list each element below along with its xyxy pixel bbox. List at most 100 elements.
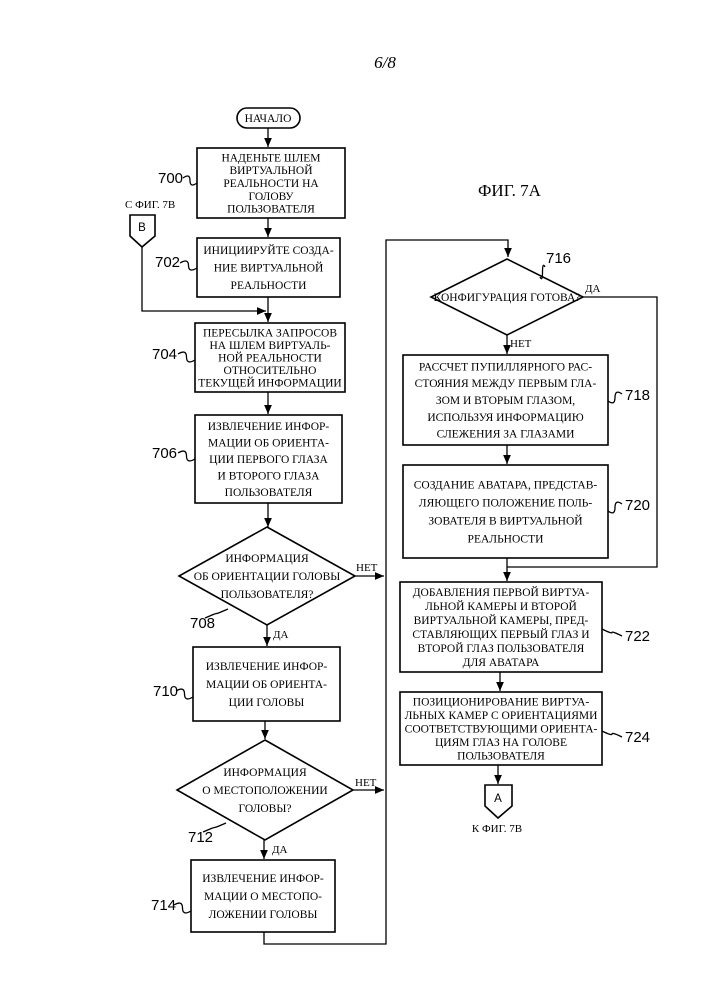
step-text-line: НИЕ ВИРТУАЛЬНОЙ: [214, 261, 324, 275]
reference-numeral: 702: [155, 254, 180, 271]
leader-line: [602, 629, 622, 636]
reference-numeral: 724: [625, 729, 650, 746]
step-text-line: НАДЕНЬТЕ ШЛЕМ: [221, 152, 320, 164]
step-text-line: МАЦИИ ОБ ОРИЕНТА-: [206, 679, 327, 691]
step-722: ДОБАВЛЕНИЯ ПЕРВОЙ ВИРТУА-ЛЬНОЙ КАМЕРЫ И …: [400, 582, 650, 672]
leader-line: [183, 176, 197, 185]
step-702: ИНИЦИИРУЙТЕ СОЗДА- НИЕ ВИРТУАЛЬНОЙ РЕАЛЬНО…: [155, 238, 340, 297]
step-text-line: ЦИИ ГОЛОВЫ: [229, 697, 305, 709]
step-text-line: НОЙ РЕАЛЬНОСТИ: [218, 351, 322, 365]
step-text-line: ЛЬНЫХ КАМЕР С ОРИЕНТАЦИЯМИ: [405, 710, 598, 722]
leader-line: [602, 731, 622, 737]
step-text-line: ГОЛОВУ: [248, 191, 294, 203]
step-text-line: ИНФОРМАЦИЯ: [223, 767, 307, 779]
step-text-line: ЦИИ ПЕРВОГО ГЛАЗА: [209, 454, 328, 466]
step-706: ИЗВЛЕЧЕНИЕ ИНФОР- МАЦИИ ОБ ОРИЕНТА- ЦИИ ПЕ…: [152, 415, 342, 503]
leader-line: [203, 823, 226, 832]
step-text-line: РАССЧЕТ ПУПИЛЛЯРНОГО РАС-: [419, 361, 592, 373]
reference-numeral: 720: [625, 497, 650, 514]
step-text-line: ВИРТУАЛЬНОЙ КАМЕРЫ, ПРЕД-: [414, 613, 589, 627]
step-text-line: КОНФИГУРАЦИЯ ГОТОВА?: [434, 292, 581, 304]
step-text-line: ОБ ОРИЕНТАЦИИ ГОЛОВЫ: [194, 571, 341, 583]
leader-line: [180, 261, 197, 270]
leader-line: [176, 689, 193, 699]
step-708: ИНФОРМАЦИЯ ОБ ОРИЕНТАЦИИ ГОЛОВЫ ПОЛЬЗОВАТЕ…: [179, 527, 355, 632]
leader-line: [608, 392, 622, 403]
no-label-708: НЕТ: [356, 562, 378, 574]
reference-numeral: 712: [188, 829, 213, 846]
step-text-line: ЗОВАТЕЛЯ В ВИРТУАЛЬНОЙ: [428, 514, 582, 528]
step-710: ИЗВЛЕЧЕНИЕ ИНФОР- МАЦИИ ОБ ОРИЕНТА- ЦИИ ГО…: [153, 647, 340, 721]
reference-numeral: 706: [152, 445, 177, 462]
step-text-line: ПОЛЬЗОВАТЕЛЯ?: [221, 589, 314, 601]
step-text-line: ПОЛЬЗОВАТЕЛЯ: [227, 204, 315, 216]
step-text-line: СТОЯНИЯ МЕЖДУ ПЕРВЫМ ГЛА-: [415, 378, 597, 390]
step-text-line: ПОЗИЦИОНИРОВАНИЕ ВИРТУА-: [413, 697, 590, 709]
step-text-line: ЛЯЮЩЕГО ПОЛОЖЕНИЕ ПОЛЬ-: [419, 498, 593, 510]
reference-numeral: 704: [152, 346, 177, 363]
step-text-line: СТАВЛЯЮЩИХ ПЕРВЫЙ ГЛАЗ И: [412, 627, 589, 641]
step-text-line: РЕАЛЬНОСТИ: [468, 534, 544, 546]
step-704: ПЕРЕСЫЛКА ЗАПРОСОВНА ШЛЕМ ВИРТУАЛЬ-НОЙ Р…: [152, 323, 345, 392]
step-716: КОНФИГУРАЦИЯ ГОТОВА? 716: [431, 250, 583, 335]
step-text-line: ИЗВЛЕЧЕНИЕ ИНФОР-: [202, 873, 324, 885]
no-label-716: НЕТ: [510, 338, 532, 350]
reference-numeral: 700: [158, 170, 183, 187]
step-text-line: СОЗДАНИЕ АВАТАРА, ПРЕДСТАВ-: [414, 480, 598, 492]
leader-line: [608, 502, 622, 513]
figure-title: ФИГ. 7А: [478, 181, 542, 200]
step-text-line: НА ШЛЕМ ВИРТУАЛЬ-: [209, 340, 330, 352]
step-724: ПОЗИЦИОНИРОВАНИЕ ВИРТУА-ЛЬНЫХ КАМЕР С ОР…: [400, 692, 650, 765]
step-text-line: ПОЛЬЗОВАТЕЛЯ: [457, 750, 545, 762]
yes-label-712: ДА: [272, 844, 288, 856]
step-text-line: ЗОМ И ВТОРЫМ ГЛАЗОМ,: [436, 395, 575, 407]
step-text-line: ТЕКУЩЕЙ ИНФОРМАЦИИ: [198, 376, 341, 390]
step-text-line: И ВТОРОГО ГЛАЗА: [218, 470, 321, 482]
step-720: СОЗДАНИЕ АВАТАРА, ПРЕДСТАВ- ЛЯЮЩЕГО ПОЛОЖ…: [403, 465, 650, 558]
step-text-line: ИНИЦИИРУЙТЕ СОЗДА-: [203, 243, 333, 257]
step-714: ИЗВЛЕЧЕНИЕ ИНФОР- МАЦИИ О МЕСТОПО- ЛОЖЕНИИ…: [151, 860, 335, 932]
step-text-line: ЛЬНОЙ КАМЕРЫ И ВТОРОЙ: [425, 599, 577, 613]
leader-line: [174, 903, 191, 913]
step-text-line: РЕАЛЬНОСТИ НА: [223, 178, 319, 190]
from-connector-caption: С ФИГ. 7В: [125, 199, 175, 211]
reference-numeral: 708: [190, 615, 215, 632]
step-text-line: ВИРТУАЛЬНОЙ: [229, 163, 312, 177]
step-text-line: ЦИЯМ ГЛАЗ НА ГОЛОВЕ: [435, 737, 567, 749]
reference-numeral: 718: [625, 387, 650, 404]
step-text-line: СООТВЕТСТВУЮЩИМИ ОРИЕНТА-: [405, 724, 598, 736]
step-text-line: ДОБАВЛЕНИЯ ПЕРВОЙ ВИРТУА-: [413, 585, 590, 599]
page-number: 6/8: [374, 53, 396, 72]
to-connector-caption: К ФИГ. 7В: [472, 823, 522, 835]
step-700: НАДЕНЬТЕ ШЛЕМВИРТУАЛЬНОЙРЕАЛЬНОСТИ НАГОЛ…: [158, 148, 345, 218]
no-label-712: НЕТ: [355, 777, 377, 789]
start-label: НАЧАЛО: [245, 113, 292, 125]
reference-numeral: 722: [625, 628, 650, 645]
leader-line: [205, 609, 228, 618]
reference-numeral: 716: [546, 250, 571, 267]
step-text-line: ИЗВЛЕЧЕНИЕ ИНФОР-: [208, 421, 330, 433]
step-text-line: СЛЕЖЕНИЯ ЗА ГЛАЗАМИ: [437, 429, 575, 441]
step-text-line: МАЦИИ ОБ ОРИЕНТА-: [208, 438, 329, 450]
reference-numeral: 714: [151, 897, 176, 914]
step-text-line: ВТОРОЙ ГЛАЗ ПОЛЬЗОВАТЕЛЯ: [418, 641, 585, 655]
step-text-line: ПОЛЬЗОВАТЕЛЯ: [225, 487, 313, 499]
step-text-line: ОТНОСИТЕЛЬНО: [224, 365, 317, 377]
step-text-line: МАЦИИ О МЕСТОПО-: [204, 891, 322, 903]
step-text-line: ИНФОРМАЦИЯ: [225, 553, 309, 565]
step-text-line: ДЛЯ АВАТАРА: [463, 657, 540, 669]
leader-line: [178, 352, 195, 362]
from-connector-letter: В: [138, 222, 146, 234]
step-718: РАССЧЕТ ПУПИЛЛЯРНОГО РАС- СТОЯНИЯ МЕЖДУ П…: [403, 355, 650, 445]
step-text-line: РЕАЛЬНОСТИ: [231, 280, 307, 292]
step-text-line: ПЕРЕСЫЛКА ЗАПРОСОВ: [203, 327, 337, 339]
step-text-line: ИСПОЛЬЗУЯ ИНФОРМАЦИЮ: [427, 412, 584, 424]
leader-line: [178, 451, 195, 461]
step-text-line: ЛОЖЕНИИ ГОЛОВЫ: [209, 909, 318, 921]
step-text-line: ГОЛОВЫ?: [238, 803, 291, 815]
step-text-line: О МЕСТОПОЛОЖЕНИИ: [202, 785, 327, 797]
to-connector-letter: А: [494, 793, 502, 805]
step-text-line: ИЗВЛЕЧЕНИЕ ИНФОР-: [206, 661, 328, 673]
